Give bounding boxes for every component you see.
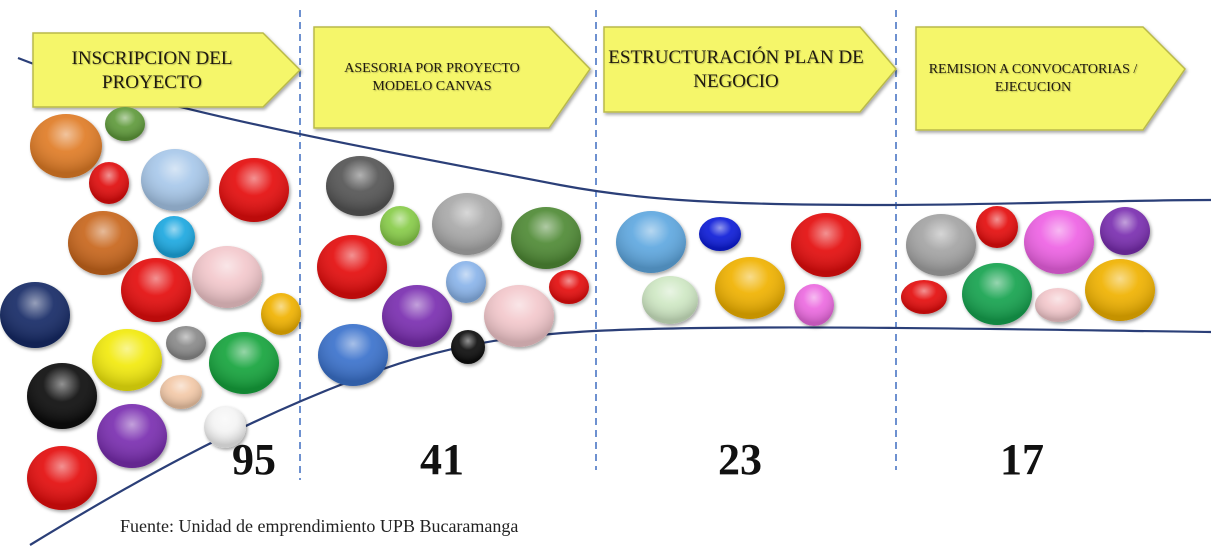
bubble-highlight (484, 285, 554, 347)
bubble-highlight (30, 114, 102, 178)
bubble-highlight (209, 332, 279, 394)
bubble-highlight (97, 404, 167, 468)
bubble-highlight (382, 285, 452, 347)
stage-arrow-2 (313, 26, 591, 129)
bubble-highlight (27, 363, 97, 429)
bubble-highlight (451, 330, 485, 364)
stage-label-3: ESTRUCTURACIÓN PLAN DE NEGOCIO (608, 46, 864, 92)
bubble-highlight (166, 326, 206, 360)
bubble-highlight (906, 214, 976, 276)
stage-label-2: ASESORIA POR PROYECTO MODELO CANVAS (344, 61, 520, 94)
bubble-highlight (715, 257, 785, 319)
bubble-highlight (976, 206, 1018, 248)
bubble-highlight (326, 156, 394, 216)
bubble-highlight (794, 284, 834, 326)
stage-arrows (32, 26, 1186, 131)
funnel-lines (17, 56, 1211, 546)
bubble-highlight (204, 406, 246, 448)
bubble-highlight (380, 206, 420, 246)
stage-count-2: 41 (420, 435, 464, 484)
bubble-highlight (446, 261, 486, 303)
bubble-highlight (511, 207, 581, 269)
bubble-highlight (192, 246, 262, 308)
bubble-highlight (1035, 288, 1081, 322)
bubble-highlight (121, 258, 191, 322)
bubble-highlight (699, 217, 741, 251)
bubble-highlight (318, 324, 388, 386)
bubble-highlight (68, 211, 138, 275)
funnel-bottom-line (29, 326, 1211, 546)
bubble-highlight (642, 276, 698, 324)
bubble-highlight (0, 282, 70, 348)
bubble-highlight (160, 375, 202, 409)
bubble-highlight (92, 329, 162, 391)
bubble-highlight (1085, 259, 1155, 321)
bubble-highlight (901, 280, 947, 314)
stage-label-4: REMISION A CONVOCATORIAS / EJECUCION (928, 62, 1138, 95)
bubble-highlight (219, 158, 289, 222)
bubble-highlight (962, 263, 1032, 325)
bubble-highlight (317, 235, 387, 299)
stage-arrow-3 (603, 26, 897, 113)
stage-arrow-1 (32, 32, 302, 108)
bubble-highlight (1100, 207, 1150, 255)
bubble-highlight (141, 149, 209, 211)
funnel-top-line (17, 56, 1211, 207)
stage-count-4: 17 (1000, 435, 1044, 484)
bubble-highlight (549, 270, 589, 304)
source-note: Fuente: Unidad de emprendimiento UPB Buc… (120, 516, 519, 536)
stage-count-3: 23 (718, 435, 762, 484)
bubble-highlight (616, 211, 686, 273)
bubble-highlight (1024, 210, 1094, 274)
bubble-highlight (105, 107, 145, 141)
stage-dividers (299, 10, 897, 480)
stage-arrow-4 (915, 26, 1186, 131)
bubble-highlight (791, 213, 861, 277)
bubble-highlight (153, 216, 195, 258)
stage-count-1: 95 (232, 435, 276, 484)
bubble-highlight (432, 193, 502, 255)
bubble-highlight (89, 162, 129, 204)
bubble-highlights (0, 107, 1155, 510)
stage-label-1: INSCRIPCION DEL PROYECTO (71, 47, 233, 93)
bubble-highlight (27, 446, 97, 510)
bubble-highlight (261, 293, 301, 335)
